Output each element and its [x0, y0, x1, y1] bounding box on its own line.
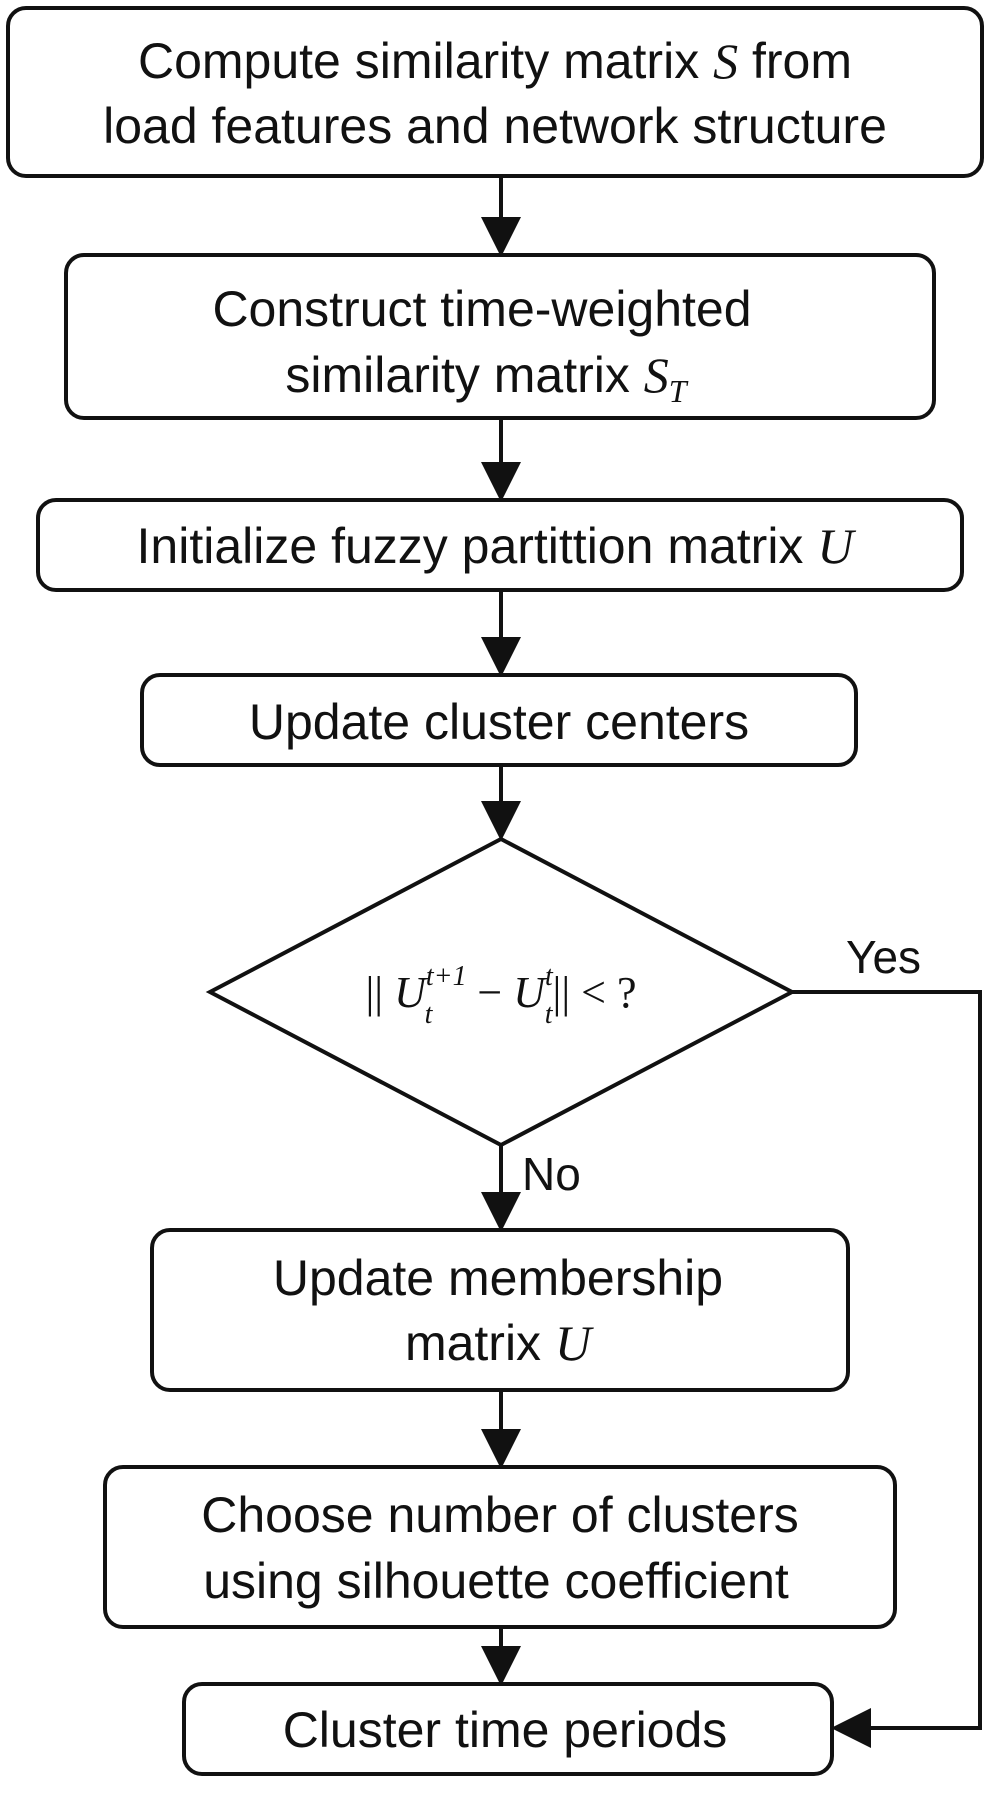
initialize-partition-prefix: Initialize fuzzy partittion matrix [137, 518, 804, 574]
comparison: < ? [581, 968, 636, 1017]
node-initialize-partition: Initialize fuzzy partittion matrix U [36, 498, 964, 592]
choose-clusters-line1: Choose number of clusters [201, 1487, 799, 1543]
minus-sign: − [477, 968, 502, 1017]
node-choose-clusters: Choose number of clusters using silhouet… [103, 1465, 897, 1629]
u-right-sup: t [545, 961, 554, 992]
initialize-partition-math: U [817, 518, 856, 574]
compute-similarity-line1-suffix: from [752, 33, 852, 89]
choose-clusters-line2: using silhouette coefficient [203, 1553, 789, 1609]
update-membership-line2: matrix U [405, 1315, 594, 1371]
node-update-centers: Update cluster centers [140, 673, 858, 767]
construct-time-weighted-line1: Construct time-weighted [212, 281, 751, 337]
update-membership-line2-prefix: matrix [405, 1315, 541, 1371]
u-right-sub: t [545, 999, 554, 1030]
u-right: U [513, 968, 548, 1017]
node-cluster-periods: Cluster time periods [182, 1682, 834, 1776]
update-membership-line1: Update membership [273, 1250, 723, 1306]
cluster-periods-box [182, 1682, 834, 1776]
no-label: No [522, 1148, 581, 1200]
initialize-partition-text: Initialize fuzzy partittion matrix U [137, 518, 857, 574]
construct-time-weighted-line2: similarity matrix ST [285, 347, 688, 409]
cluster-periods-text: Cluster time periods [283, 1702, 728, 1758]
node-update-membership: Update membership matrix U [150, 1228, 850, 1392]
update-centers-text: Update cluster centers [249, 694, 749, 750]
node-compute-similarity: Compute similarity matrix S from load fe… [6, 6, 984, 178]
compute-similarity-line1: Compute similarity matrix S from [138, 33, 852, 89]
norm-open: || [365, 968, 383, 1017]
compute-similarity-box [6, 6, 984, 178]
u-left-sub: t [425, 999, 434, 1030]
construct-line2-math: S [644, 347, 669, 403]
u-left-sup: t+1 [426, 961, 467, 992]
compute-similarity-math: S [713, 33, 738, 89]
update-membership-math: U [555, 1315, 594, 1371]
node-construct-time-weighted: Construct time-weighted similarity matri… [64, 253, 936, 420]
construct-line2-math-sub: T [669, 373, 689, 409]
u-left: U [394, 968, 429, 1017]
construct-line2-prefix: similarity matrix [285, 347, 629, 403]
norm-close: || [553, 968, 571, 1017]
compute-similarity-line2: load features and network structure [103, 98, 887, 154]
arrow-yes-branch [792, 990, 982, 1748]
compute-similarity-line1-prefix: Compute similarity matrix [138, 33, 699, 89]
yes-label: Yes [846, 931, 921, 983]
